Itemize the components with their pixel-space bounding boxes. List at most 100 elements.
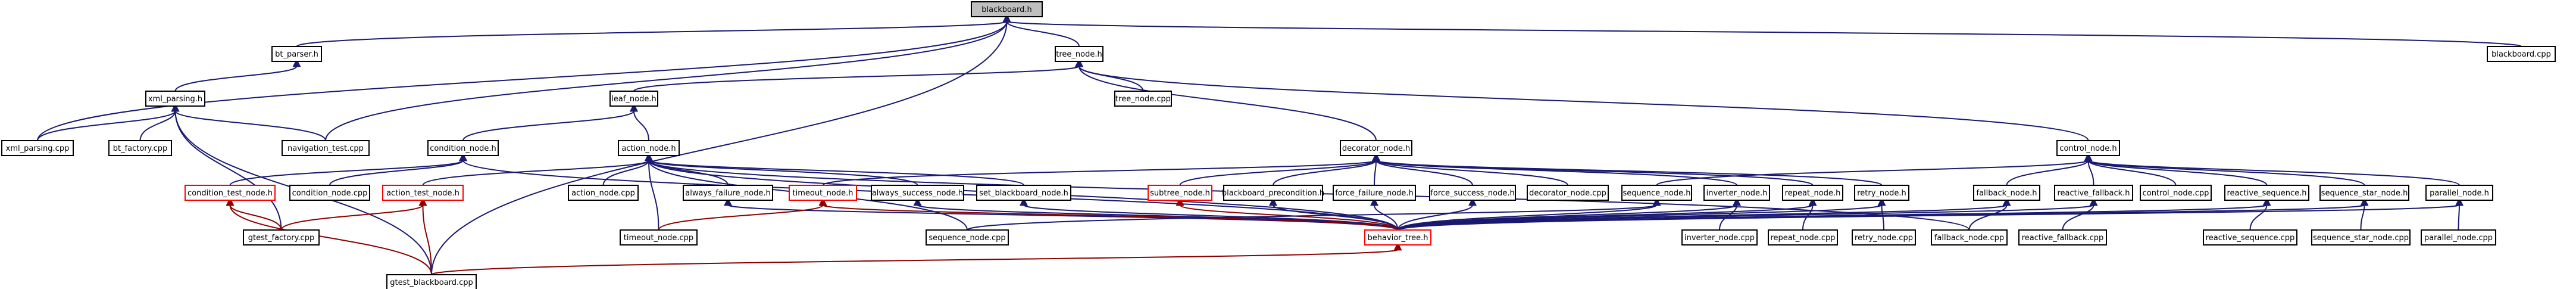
node-subtree-node-h[interactable]: subtree_node.h xyxy=(1148,185,1212,201)
node-condition-test-node-h[interactable]: condition_test_node.h xyxy=(185,185,276,201)
edge-bt-parser-h-to-xml-parsing-h xyxy=(174,58,301,92)
node-inverter-node-h[interactable]: inverter_node.h xyxy=(1703,185,1770,201)
node-sequence-node-cpp[interactable]: sequence_node.cpp xyxy=(926,229,1009,246)
node-label: retry_node.cpp xyxy=(1855,234,1913,243)
edge-blackboard-h-to-blackboard-cpp xyxy=(1002,14,2522,47)
edge-sequence-star-node-h-to-sequence-star-node-cpp xyxy=(2360,197,2369,231)
node-label: reactive_fallback.cpp xyxy=(2022,234,2104,243)
node-repeat-node-cpp[interactable]: repeat_node.cpp xyxy=(1768,229,1838,246)
node-behavior-tree-h[interactable]: behavior_tree.h xyxy=(1364,229,1431,246)
node-label: fallback_node.h xyxy=(1977,189,2037,198)
node-blackboard-cpp[interactable]: blackboard.cpp xyxy=(2487,46,2556,62)
node-label: reactive_sequence.cpp xyxy=(2206,234,2295,243)
node-action-node-h[interactable]: action_node.h xyxy=(618,140,680,156)
node-label: gtest_blackboard.cpp xyxy=(390,278,473,287)
node-control-node-h[interactable]: control_node.h xyxy=(2056,140,2120,156)
node-box xyxy=(289,185,370,201)
node-decorator-node-cpp[interactable]: decorator_node.cpp xyxy=(1527,185,1609,201)
node-action-test-node-h[interactable]: action_test_node.h xyxy=(382,185,464,201)
node-gtest-blackboard-cpp[interactable]: gtest_blackboard.cpp xyxy=(386,274,477,289)
node-decorator-node-h[interactable]: decorator_node.h xyxy=(1340,140,1412,156)
node-reactive-fallback-h[interactable]: reactive_fallback.h xyxy=(2054,185,2133,201)
edge-decorator-node-h-to-retry-node-h xyxy=(1372,153,1883,186)
node-box xyxy=(1333,185,1416,201)
edge-set-blackboard-node-h-to-behavior-tree-h xyxy=(1020,197,1399,231)
node-label: decorator_node.cpp xyxy=(1529,189,1606,198)
node-condition-node-cpp[interactable]: condition_node.cpp xyxy=(289,185,370,201)
node-xml-parsing-cpp[interactable]: xml_parsing.cpp xyxy=(1,140,74,156)
node-timeout-node-cpp[interactable]: timeout_node.cpp xyxy=(620,229,698,246)
node-label: condition_node.cpp xyxy=(292,189,368,198)
node-label: sequence_star_node.h xyxy=(2321,189,2408,198)
node-reactive-sequence-h[interactable]: reactive_sequence.h xyxy=(2224,185,2309,201)
node-box xyxy=(568,185,639,201)
node-label: sequence_node.h xyxy=(1623,189,1691,198)
node-tree-node-cpp[interactable]: tree_node.cpp xyxy=(1114,91,1172,107)
node-fallback-node-cpp[interactable]: fallback_node.cpp xyxy=(1931,229,2008,246)
node-tree-node-h[interactable]: tree_node.h xyxy=(1055,46,1103,62)
edge-control-node-h-to-control-node-cpp xyxy=(2084,153,2177,186)
node-timeout-node-h[interactable]: timeout_node.h xyxy=(789,185,857,201)
node-always-success-node-h[interactable]: always_success_node.h xyxy=(871,185,964,201)
node-box xyxy=(1931,229,2008,246)
node-inverter-node-cpp[interactable]: inverter_node.cpp xyxy=(1681,229,1758,246)
node-gtest-factory-cpp[interactable]: gtest_factory.cpp xyxy=(243,229,320,246)
node-navigation-test-cpp[interactable]: navigation_test.cpp xyxy=(282,140,370,156)
node-force-success-node-h[interactable]: force_success_node.h xyxy=(1429,185,1516,201)
node-blackboard-precondition-h[interactable]: blackboard_precondition.h xyxy=(1222,185,1324,201)
node-box xyxy=(871,185,964,201)
node-label: inverter_node.h xyxy=(1706,189,1768,198)
node-box xyxy=(382,185,464,201)
node-always-failure-node-h[interactable]: always_failure_node.h xyxy=(683,185,773,201)
node-parallel-node-cpp[interactable]: parallel_node.cpp xyxy=(2421,229,2496,246)
node-reactive-sequence-cpp[interactable]: reactive_sequence.cpp xyxy=(2203,229,2297,246)
node-control-node-cpp[interactable]: control_node.cpp xyxy=(2140,185,2212,201)
node-parallel-node-h[interactable]: parallel_node.h xyxy=(2425,185,2493,201)
node-label: set_blackboard_node.h xyxy=(979,189,1068,198)
node-box xyxy=(1681,229,1758,246)
edge-condition-node-h-to-condition-test-node-h xyxy=(229,153,467,186)
node-label: sequence_star_node.cpp xyxy=(2313,234,2409,243)
edge-action-node-h-to-set-blackboard-node-h xyxy=(645,153,1024,186)
node-repeat-node-h[interactable]: repeat_node.h xyxy=(1782,185,1843,201)
node-box xyxy=(2203,229,2297,246)
node-label: timeout_node.h xyxy=(793,189,854,198)
edges-layer xyxy=(37,14,2522,275)
node-reactive-fallback-cpp[interactable]: reactive_fallback.cpp xyxy=(2018,229,2107,246)
node-box xyxy=(386,274,477,289)
edge-tree-node-h-to-leaf-node-h xyxy=(633,58,1083,92)
node-label: inverter_node.cpp xyxy=(1684,234,1755,243)
node-xml-parsing-h[interactable]: xml_parsing.h xyxy=(145,91,205,107)
node-sequence-star-node-h[interactable]: sequence_star_node.h xyxy=(2319,185,2409,201)
node-force-failure-node-h[interactable]: force_failure_node.h xyxy=(1333,185,1416,201)
edge-retry-node-h-to-retry-node-cpp xyxy=(1877,197,1886,231)
node-action-node-cpp[interactable]: action_node.cpp xyxy=(568,185,639,201)
edge-parallel-node-h-to-behavior-tree-h xyxy=(1397,197,2464,231)
node-box xyxy=(2140,185,2212,201)
node-sequence-node-h[interactable]: sequence_node.h xyxy=(1621,185,1692,201)
node-box xyxy=(2487,46,2556,62)
node-blackboard-h[interactable]: blackboard.h xyxy=(971,1,1043,17)
edge-reactive-fallback-h-to-reactive-fallback-cpp xyxy=(2062,197,2098,231)
edge-condition-test-node-h-to-gtest-factory-cpp xyxy=(226,197,282,231)
node-box xyxy=(2054,185,2133,201)
node-fallback-node-h[interactable]: fallback_node.h xyxy=(1973,185,2040,201)
node-box xyxy=(1114,91,1172,107)
node-retry-node-h[interactable]: retry_node.h xyxy=(1854,185,1909,201)
node-label: condition_node.h xyxy=(430,144,496,153)
node-condition-node-h[interactable]: condition_node.h xyxy=(427,140,499,156)
node-sequence-star-node-cpp[interactable]: sequence_star_node.cpp xyxy=(2311,229,2411,246)
node-box xyxy=(1,140,74,156)
node-bt-factory-cpp[interactable]: bt_factory.cpp xyxy=(108,140,172,156)
node-bt-parser-h[interactable]: bt_parser.h xyxy=(271,46,322,62)
node-box xyxy=(1703,185,1770,201)
node-box xyxy=(789,185,857,201)
node-leaf-node-h[interactable]: leaf_node.h xyxy=(609,91,658,107)
node-set-blackboard-node-h[interactable]: set_blackboard_node.h xyxy=(976,185,1071,201)
edge-control-node-h-to-reactive-sequence-h xyxy=(2084,153,2268,186)
node-box xyxy=(2311,229,2411,246)
node-retry-node-cpp[interactable]: retry_node.cpp xyxy=(1852,229,1916,246)
edge-xml-parsing-h-to-xml-parsing-cpp xyxy=(37,103,180,141)
node-box xyxy=(108,140,172,156)
node-box xyxy=(1055,46,1103,62)
